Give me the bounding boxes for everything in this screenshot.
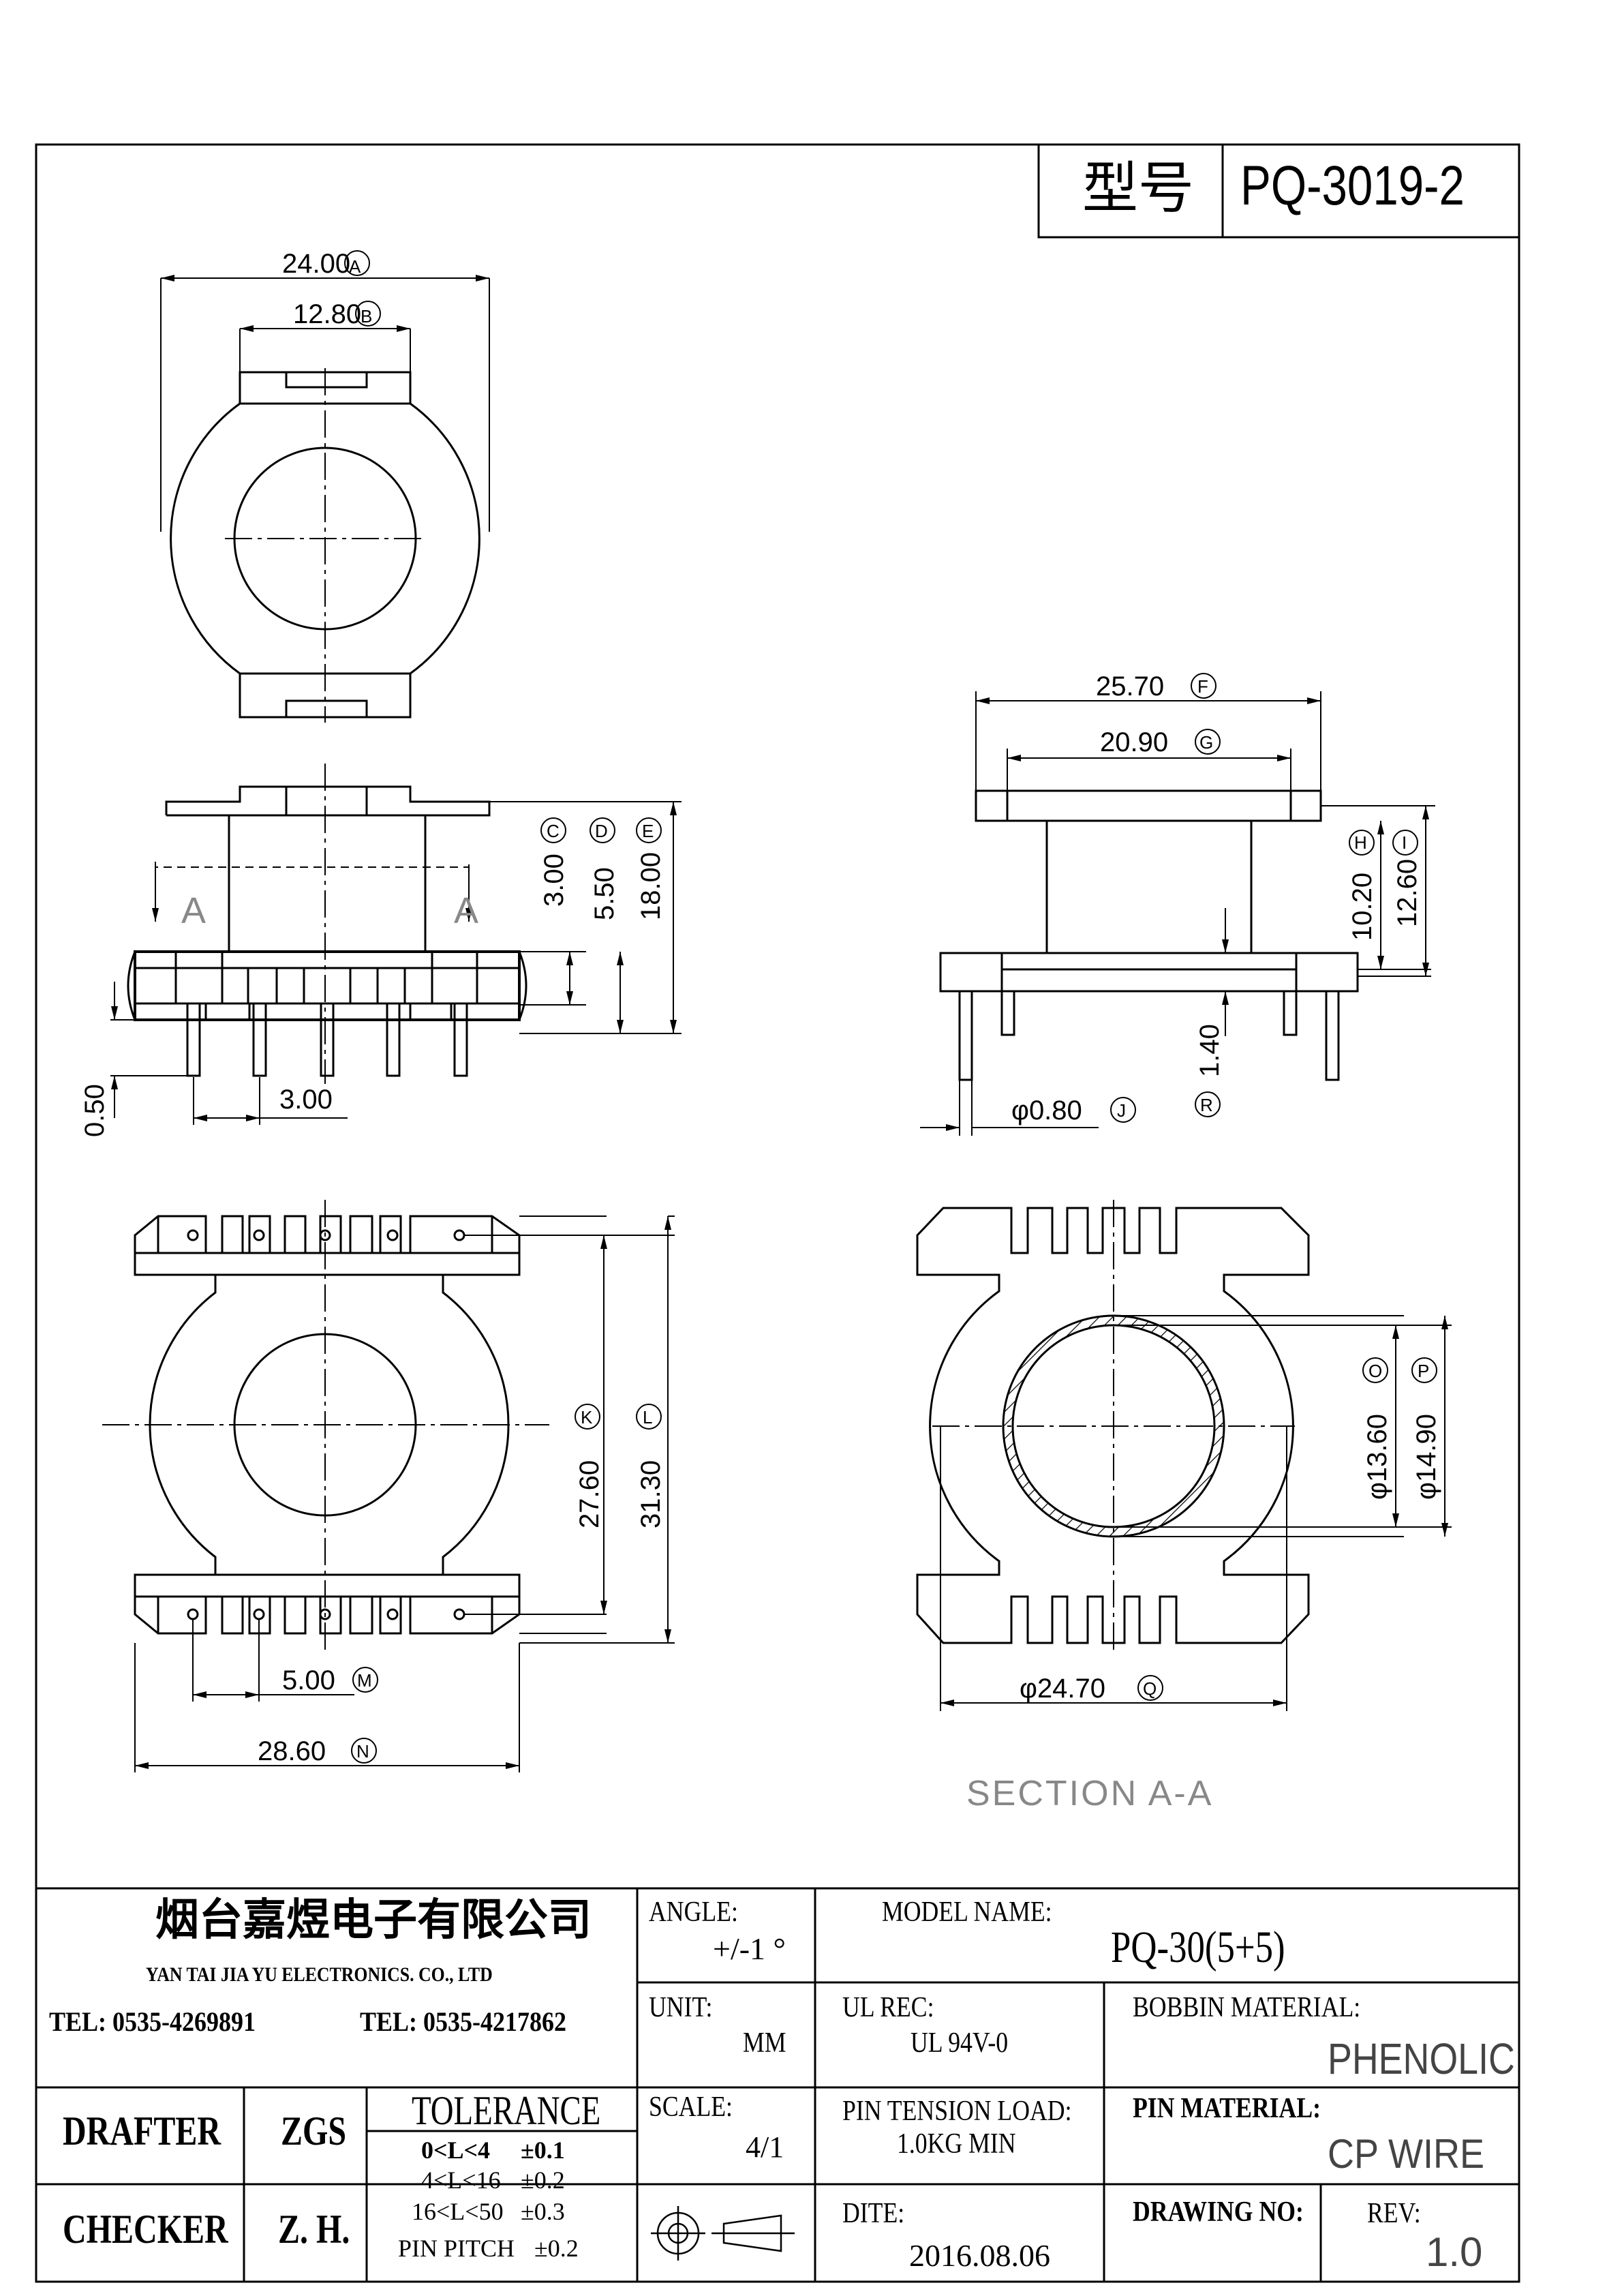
- drawing-no-label: DRAWING NO:: [1133, 2196, 1304, 2228]
- date-value: 2016.08.06: [909, 2238, 1050, 2273]
- dim-N-value: 28.60: [258, 1736, 326, 1766]
- pin-pitch-label: PIN PITCH: [398, 2235, 515, 2262]
- front-view: [127, 785, 527, 1077]
- rev-value: 1.0: [1426, 2229, 1483, 2275]
- header-box: [1037, 145, 1519, 239]
- model-name-value: PQ-30(5+5): [1111, 1922, 1285, 1972]
- center-lines: [102, 368, 1295, 1650]
- section-title: SECTION A-A: [966, 1774, 1213, 1813]
- dim-B-letter: B: [361, 306, 372, 327]
- dim-R-letter: R: [1200, 1095, 1213, 1115]
- scale-value: 4/1: [746, 2130, 784, 2164]
- section-marker-left: A: [181, 890, 206, 931]
- dim-P-letter: P: [1418, 1361, 1429, 1381]
- tol-range-2: 4<L<16: [421, 2166, 501, 2194]
- dim-A-letter: A: [349, 256, 361, 277]
- sheet-border: [35, 143, 1520, 2283]
- dim-E-value: 18.00: [636, 852, 666, 920]
- ul-rec-value: UL 94V-0: [911, 2027, 1009, 2059]
- dim-E-letter: E: [642, 821, 654, 841]
- bobbin-material-value: PHENOLIC: [1328, 2034, 1515, 2083]
- dim-D-letter: D: [595, 821, 608, 841]
- rev-label: REV:: [1367, 2198, 1421, 2229]
- pin-material-value: CP WIRE: [1328, 2131, 1485, 2177]
- dim-C-letter: C: [547, 821, 560, 841]
- dim-L-value: 31.30: [636, 1460, 666, 1528]
- drafter-label: DRAFTER: [63, 2109, 221, 2154]
- part-number: PQ-3019-2: [1240, 155, 1465, 217]
- dim-O-value: φ13.60: [1362, 1414, 1392, 1500]
- date-label: DITE:: [842, 2198, 905, 2229]
- dim-F-letter: F: [1197, 676, 1208, 697]
- dim-pin-pitch: 3.00: [279, 1085, 333, 1115]
- dim-N-letter: N: [356, 1741, 369, 1762]
- tel-1: TEL: 0535-4269891: [49, 2006, 256, 2037]
- section-marker-right: A: [454, 890, 478, 931]
- unit-value: MM: [743, 2027, 786, 2059]
- tel-2: TEL: 0535-4217862: [360, 2006, 567, 2037]
- tolerance-label: TOLERANCE: [412, 2088, 601, 2133]
- tol-range-3: 16<L<50: [412, 2198, 504, 2225]
- angle-value: +/-1 °: [713, 1931, 786, 1966]
- drafter-value: ZGS: [281, 2109, 347, 2154]
- unit-label: UNIT:: [649, 1992, 713, 2023]
- dim-A-value: 24.00: [282, 249, 350, 279]
- pin-tension-label: PIN TENSION LOAD:: [842, 2096, 1072, 2127]
- dim-P-value: φ14.90: [1411, 1414, 1441, 1500]
- tol-range-1: 0<L<4: [421, 2136, 491, 2164]
- dim-R-value: 1.40: [1195, 1024, 1225, 1077]
- angle-label: ANGLE:: [649, 1897, 738, 1928]
- pin-pitch-tol: ±0.2: [534, 2235, 579, 2262]
- tol-value-3: ±0.3: [521, 2198, 565, 2225]
- pin-tension-value: 1.0KG MIN: [897, 2128, 1016, 2160]
- company-name-en: YAN TAI JIA YU ELECTRONICS. CO., LTD: [146, 1963, 493, 1986]
- tol-value-2: ±0.2: [521, 2166, 565, 2194]
- dim-Q-value: φ24.70: [1020, 1674, 1105, 1704]
- dim-L-letter: L: [643, 1407, 652, 1428]
- dim-C-value: 3.00: [539, 854, 569, 907]
- dimension-labels: 24.00 A 12.80 B A A 3.00 C 5.50 D 18.00 …: [80, 249, 1441, 1813]
- company-name-cn: 烟台嘉煜电子有限公司: [155, 1895, 592, 1944]
- title-block-grid: [36, 1887, 1519, 2282]
- dim-I-letter: I: [1402, 832, 1407, 853]
- ul-rec-label: UL REC:: [842, 1992, 934, 2023]
- dim-K-value: 27.60: [575, 1460, 605, 1528]
- dimension-lines: [110, 275, 1452, 1772]
- dim-B-value: 12.80: [293, 299, 361, 329]
- dim-M-value: 5.00: [282, 1665, 335, 1695]
- dim-G-value: 20.90: [1100, 727, 1168, 757]
- projection-symbol: [651, 2206, 795, 2261]
- dim-K-letter: K: [581, 1407, 593, 1428]
- dim-H-value: 10.20: [1347, 873, 1377, 941]
- dim-J-value: φ0.80: [1011, 1096, 1082, 1126]
- checker-value: Z. H.: [278, 2207, 350, 2252]
- dim-pin-gap: 0.50: [80, 1084, 110, 1137]
- dim-H-letter: H: [1354, 832, 1367, 853]
- tol-value-1: ±0.1: [521, 2136, 565, 2164]
- scale-label: SCALE:: [649, 2091, 733, 2123]
- dim-G-letter: G: [1199, 732, 1213, 753]
- type-label: 型号: [1082, 157, 1195, 220]
- dim-M-letter: M: [357, 1670, 372, 1691]
- dim-D-value: 5.50: [590, 867, 619, 920]
- dim-Q-letter: Q: [1143, 1678, 1157, 1699]
- bobbin-material-label: BOBBIN MATERIAL:: [1133, 1992, 1361, 2023]
- pin-material-label: PIN MATERIAL:: [1133, 2093, 1321, 2124]
- model-name-label: MODEL NAME:: [882, 1897, 1052, 1928]
- dim-J-letter: J: [1117, 1100, 1126, 1121]
- dim-F-value: 25.70: [1096, 671, 1164, 701]
- dim-O-letter: O: [1368, 1361, 1382, 1381]
- side-view: [939, 789, 1359, 1081]
- dim-I-value: 12.60: [1392, 859, 1422, 927]
- checker-label: CHECKER: [63, 2207, 228, 2252]
